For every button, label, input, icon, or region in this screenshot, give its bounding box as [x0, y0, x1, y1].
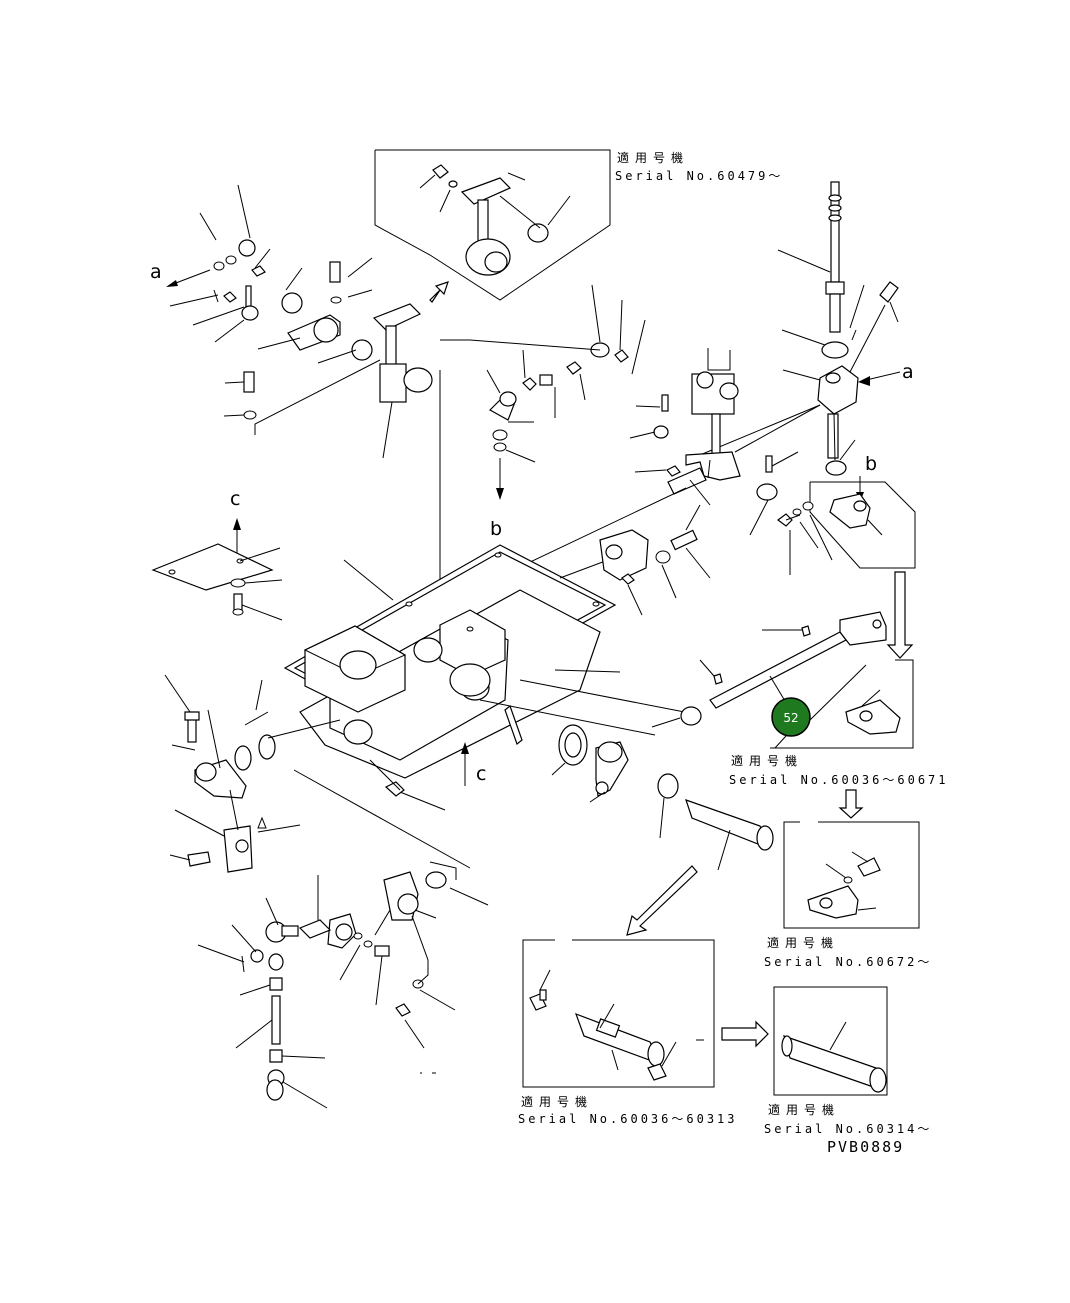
arrow-to-bottom-inset — [626, 865, 698, 936]
right-upper-applicable-label: 適用号機 — [767, 935, 839, 950]
bottom-right-inset: 適用号機 Serial No.60314～ — [764, 986, 932, 1136]
mid-right-inset: 52 適用号機 Serial No.60036～60671 — [651, 611, 949, 819]
label-a-left: a — [150, 261, 162, 283]
label-a-right: a — [902, 361, 914, 383]
center-lever — [551, 724, 774, 871]
label-c-bottom: c — [476, 763, 486, 785]
bottom-left-linkage — [197, 861, 489, 1109]
callout-number[interactable]: 52 — [783, 711, 798, 725]
top-inset-applicable-label: 適用号機 — [617, 150, 689, 165]
label-c-left: c — [230, 488, 240, 510]
top-right-rod: a — [699, 181, 914, 476]
callout-circle[interactable] — [771, 697, 811, 737]
bottom-left-serial: Serial No.60036～60313 — [518, 1112, 738, 1126]
bottom-left-inset: 適用号機 Serial No.60036～60313 — [518, 939, 738, 1126]
bottom-left-applicable-label: 適用号機 — [521, 1094, 593, 1109]
left-c-plate: c — [151, 488, 283, 621]
top-inset: 適用号機 Serial No.60479～ — [374, 149, 783, 301]
bottom-right-serial: Serial No.60314～ — [764, 1122, 932, 1136]
top-inset-serial: Serial No.60479～ — [615, 169, 783, 183]
right-upper-serial: Serial No.60672～ — [764, 955, 932, 969]
label-b-housing: b — [490, 518, 502, 540]
arrow-to-top-inset — [429, 281, 449, 303]
top-middle-fittings — [440, 284, 646, 500]
arrow-to-right-inset — [721, 1020, 769, 1048]
right-upper-inset: 適用号機 Serial No.60672～ — [764, 821, 932, 969]
label-b-right: b — [865, 453, 877, 475]
left-arm-bearings — [164, 674, 341, 873]
middle-shaft-assembly — [344, 348, 821, 651]
b-mechanism: b — [777, 453, 916, 659]
bottom-right-applicable-label: 適用号機 — [768, 1102, 840, 1117]
top-left-linkage: a — [150, 184, 441, 660]
drawing-code: PVB0889 — [827, 1138, 904, 1156]
mid-inset-applicable-label: 適用号機 — [731, 753, 803, 768]
mid-inset-serial: Serial No.60036～60671 — [729, 773, 949, 787]
main-housing: b c — [283, 504, 711, 869]
